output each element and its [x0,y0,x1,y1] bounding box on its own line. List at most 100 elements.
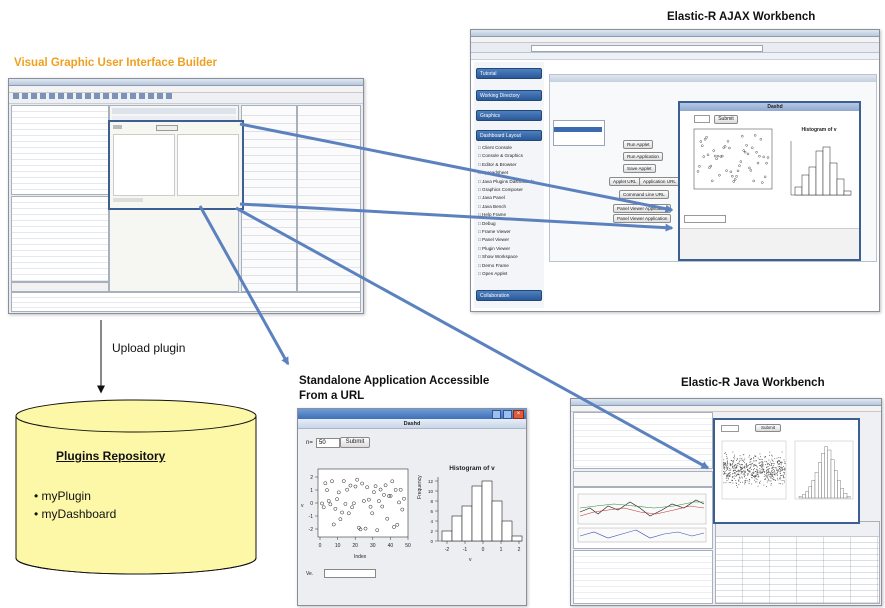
sidebar-working-directory[interactable]: Working Directory [480,93,520,99]
scatter-point [372,490,376,495]
maximize-icon[interactable] [503,410,512,419]
ajax-action-button[interactable]: Applet URL [609,177,641,186]
java-scatter-point [734,470,736,472]
java-scatter-point [780,483,781,485]
java-scatter-point [773,465,775,466]
sidebar-graphics[interactable]: Graphics [480,113,501,119]
bottom-input[interactable] [324,569,376,578]
java-scatter-point [763,476,765,477]
scatter-point [402,496,406,501]
plugin-item[interactable]: □ Plugin Viewer [478,245,511,251]
plugin-item[interactable]: □ Console & Graphics [478,153,523,159]
java-scatter-point [781,461,783,463]
ajax-list-box[interactable] [553,120,605,146]
ajax-action-button[interactable]: Run Applet [623,140,654,149]
java-scatter-point [738,484,740,485]
java-scatter-point [771,454,772,456]
plugin-item[interactable]: □ Demo Frame [478,262,509,268]
standalone-titlebar: × [298,409,526,419]
scatter-y-tick-label: -2 [309,527,314,533]
java-scatter-point [765,475,767,477]
plugin-item[interactable]: □ Frame Viewer [478,229,511,235]
plugin-item[interactable]: □ Debug [478,220,496,226]
close-icon[interactable]: × [513,410,524,419]
ajax-action-button[interactable]: Panel Viewer Application [613,214,672,223]
ajax-action-button[interactable]: Command Line URL [619,190,669,199]
java-scatter-point [737,462,739,464]
java-scatter-point [723,464,725,466]
java-scatter-point [744,458,746,460]
plugin-item[interactable]: □ Open Applet [478,271,508,277]
submit-button[interactable]: Submit [340,437,370,448]
java-scatter-point [756,481,758,483]
ajax-action-button[interactable]: Run Application [623,152,663,161]
java-scatter-point [730,460,732,461]
n-input[interactable]: 50 [316,438,340,448]
java-scatter-point [741,458,743,459]
minimize-icon[interactable] [492,410,501,419]
java-scatter-point [726,476,728,478]
hist-x-tick-label: 2 [518,547,521,553]
plugin-item[interactable]: □ Client Console [478,145,512,150]
java-scatter-point [762,469,764,470]
scatter-point [331,522,336,527]
java-scatter-plot [721,440,787,500]
repository-list: • myPlugin • myDashboard [34,487,116,523]
ajax-submit-button[interactable]: Submit [714,115,738,124]
java-scatter-point [754,476,756,478]
java-scatter-point [757,476,759,478]
java-scatter-point [747,474,749,476]
plugin-item[interactable]: □ Show Workspace [478,254,518,260]
java-scatter-point [767,472,769,473]
java-scatter-point [733,475,735,477]
plugin-item[interactable]: □ Spreadsheet [478,170,509,176]
java-scatter-point [728,475,730,476]
java-scatter-point [751,473,753,475]
scatter-point [338,517,343,522]
java-scatter-point [745,478,747,480]
plugin-item[interactable]: □ Graphics Composer [478,187,523,193]
plugin-item[interactable]: □ Panel Viewer [478,237,510,243]
ajax-scatter-plot [693,128,773,190]
java-scatter-point [755,464,757,466]
plugin-item[interactable]: □ Java Panel [478,195,505,201]
ajax-scatter-point [705,136,708,139]
scatter-y-tick-label: 2 [310,475,313,481]
java-scatter-point [747,470,748,471]
java-scatter-point [741,471,743,473]
java-scatter-point [737,470,739,472]
java-scatter-point [779,466,781,468]
standalone-dashboard-title: Dashd [403,421,421,427]
ajax-scatter-point [748,166,751,170]
java-workbench-title: Elastic-R Java Workbench [681,377,825,389]
ajax-action-button[interactable]: Panel Viewer Application [613,204,672,213]
ajax-hist-bar [836,178,845,196]
java-scatter-point [740,467,742,469]
java-scatter-point [780,469,782,471]
java-scatter-point [743,454,745,456]
java-scatter-point [781,480,783,481]
java-scatter-point [753,457,755,459]
ajax-action-button[interactable]: Save Applet [623,164,656,173]
java-scatter-point [774,458,776,460]
java-scatter-point [737,465,739,467]
java-scatter-point [761,464,763,466]
plugin-item[interactable]: □ Java Bench [478,203,507,209]
java-scatter-point [732,468,734,469]
sidebar-tutorial[interactable]: Tutorial [480,71,497,77]
java-scatter-point [777,466,779,468]
java-submit-button[interactable]: Submit [755,424,781,432]
java-scatter-point [739,455,741,457]
scatter-point [346,511,351,516]
standalone-title-line-1: Standalone Application Accessible [299,375,490,387]
plugin-item[interactable]: □ Help Frame [478,212,507,218]
java-scatter-point [736,466,738,468]
ajax-scatter-point [699,140,703,143]
sidebar-collaboration[interactable]: Collaboration [480,293,510,299]
plugin-item[interactable]: □ Java Plugins Dashboards [478,178,535,184]
java-scatter-point [723,459,725,461]
n-label: n= [306,440,313,446]
sidebar-dashboard-layout[interactable]: Dashboard Layout [480,133,521,139]
plugin-item[interactable]: □ Editor & Browser [478,161,517,167]
ajax-action-button[interactable]: Application URL [639,177,680,186]
